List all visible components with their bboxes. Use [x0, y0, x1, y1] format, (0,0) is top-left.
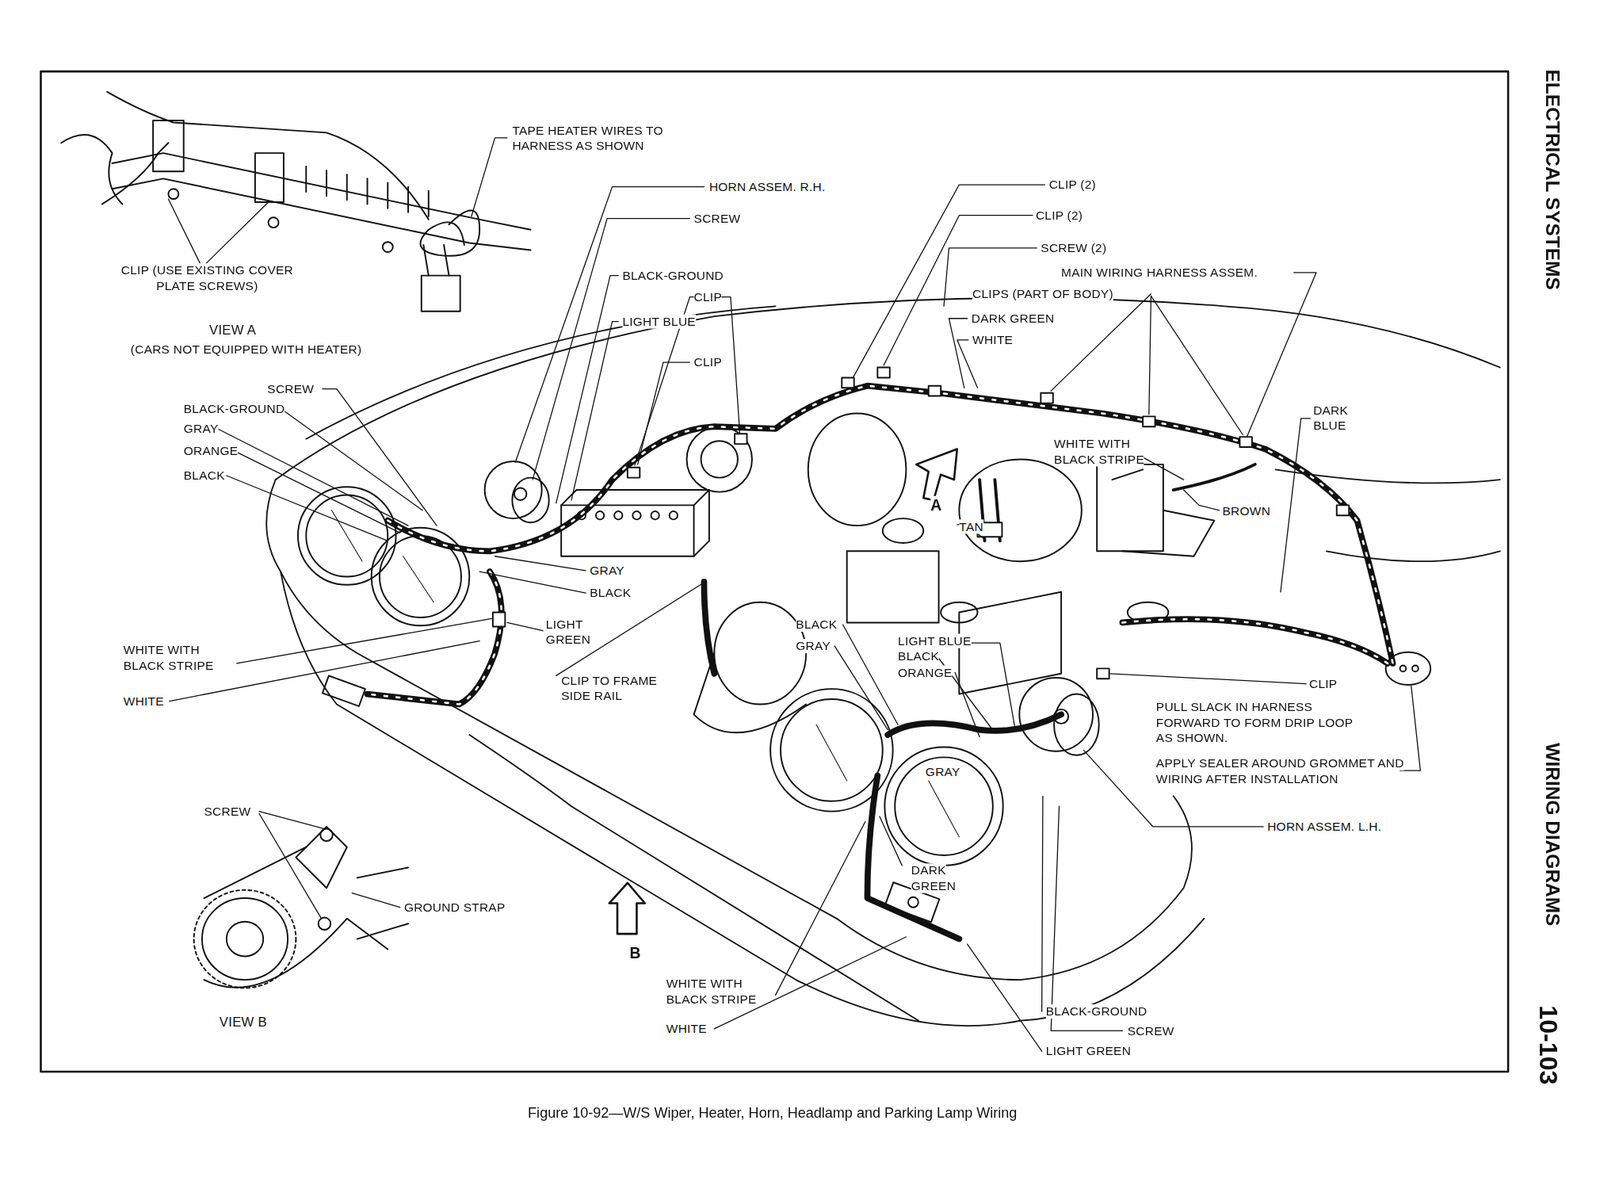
side-heading: ELECTRICAL SYSTEMS [1540, 69, 1563, 291]
callout-label: CLIP (USE EXISTING COVER PLATE SCREWS) [120, 263, 295, 295]
callout-label: DARK BLUE [1313, 403, 1364, 435]
callout-label: LIGHT GREEN [1046, 1043, 1131, 1059]
callout-label: GRAY [795, 638, 831, 654]
callout-label: BLACK [897, 649, 940, 665]
callout-label: BROWN [1222, 504, 1272, 520]
callout-label: ORANGE [183, 443, 239, 459]
callout-label: APPLY SEALER AROUND GROMMET AND WIRING A… [1156, 756, 1412, 787]
side-heading: WIRING DIAGRAMS [1540, 742, 1563, 926]
figure-caption: Figure 10-92—W/S Wiper, Heater, Horn, He… [527, 1103, 1017, 1121]
callout-label: CLIP [694, 290, 722, 306]
callout-label: GROUND STRAP [404, 900, 506, 916]
callout-label: WHITE [123, 694, 165, 710]
callout-label: CLIP [1309, 676, 1337, 692]
callout-label: BLACK-GROUND [1046, 1004, 1148, 1020]
callout-label: SCREW [204, 804, 252, 820]
callout-label: WHITE [666, 1021, 707, 1037]
callout-label: CLIP (2) [1035, 208, 1083, 224]
callout-label: SCREW [1127, 1023, 1175, 1039]
callout-label: TAPE HEATER WIRES TO HARNESS AS SHOWN [511, 123, 665, 155]
callout-label: GRAY [925, 763, 961, 779]
callout-label: VIEW A [209, 322, 256, 338]
callout-label: WHITE WITH BLACK STRIPE [1053, 436, 1157, 468]
callout-label: BLACK-GROUND [183, 401, 286, 417]
callout-label: WHITE WITH BLACK STRIPE [123, 642, 226, 674]
callout-label: B [629, 944, 641, 960]
callout-label: WHITE WITH BLACK STRIPE [666, 976, 769, 1008]
callout-label: GRAY [589, 563, 625, 579]
callout-label: CLIPS (PART OF BODY) [972, 286, 1114, 302]
callout-label: A [930, 496, 942, 512]
callout-label: DARK GREEN [971, 311, 1055, 327]
callout-label: BLACK [183, 468, 226, 484]
callout-label: TAN [958, 519, 984, 535]
callout-label: HORN ASSEM. L.H. [1267, 819, 1382, 835]
callout-label: CLIP TO FRAME SIDE RAIL [561, 673, 674, 705]
callout-label: (CARS NOT EQUIPPED WITH HEATER) [130, 341, 363, 357]
callout-label: SCREW [267, 381, 314, 398]
callout-label: BLACK-GROUND [622, 268, 724, 284]
callout-label: CLIP (2) [1049, 177, 1096, 193]
callout-label: BLACK [795, 617, 837, 633]
callout-label: LIGHT BLUE [897, 633, 971, 650]
callout-label: SCREW [694, 211, 741, 227]
side-heading: 10-103 [1533, 1004, 1563, 1085]
callout-label: SCREW (2) [1040, 240, 1107, 256]
callout-label: WHITE [972, 332, 1013, 348]
callout-label: LIGHT GREEN [546, 617, 610, 649]
callout-label: ORANGE [897, 665, 953, 681]
callout-label: HORN ASSEM. R.H. [709, 179, 826, 195]
callout-label: CLIP [694, 355, 722, 371]
callout-label: DARK GREEN [911, 863, 975, 894]
callout-label: BLACK [589, 585, 631, 601]
callout-label: VIEW B [219, 1014, 268, 1030]
callout-label: PULL SLACK IN HARNESS FORWARD TO FORM DR… [1156, 699, 1361, 746]
callout-label: MAIN WIRING HARNESS ASSEM. [1061, 265, 1258, 281]
callout-label: GRAY [183, 421, 219, 437]
callout-label: LIGHT BLUE [622, 314, 695, 330]
